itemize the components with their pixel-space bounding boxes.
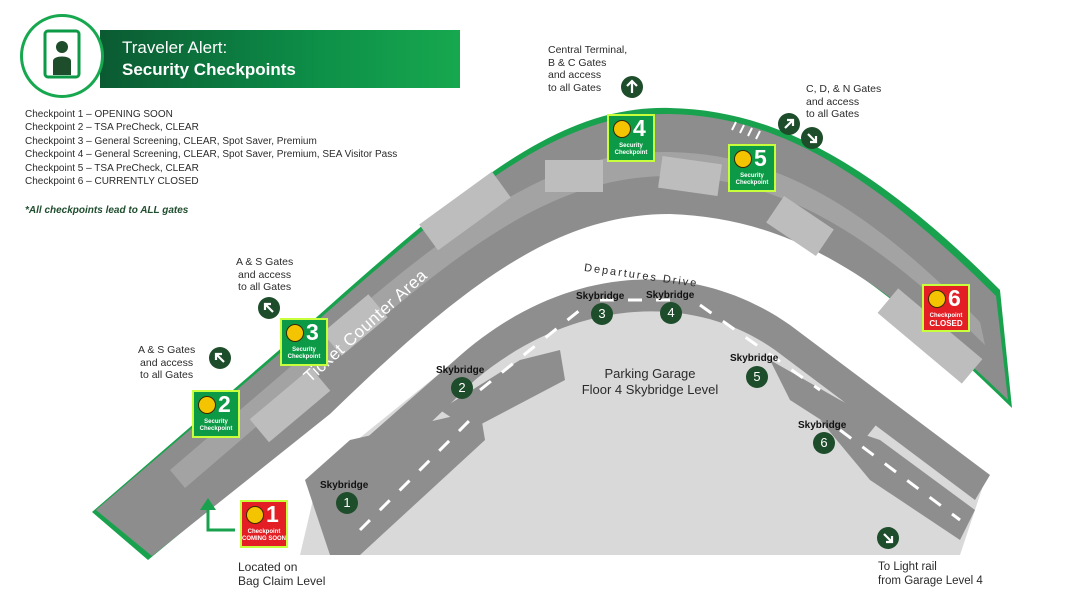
checkpoint-label: Checkpoint — [199, 426, 233, 432]
callout-line: and access — [806, 95, 860, 108]
checkpoint-1[interactable]: 1 Checkpoint COMING SOON — [240, 500, 288, 548]
garage-label-line: Parking Garage — [604, 366, 696, 381]
callout-as-gates-lower: A & S Gates and access to all Gates — [138, 344, 195, 382]
checkpoint-label: Security — [292, 347, 316, 353]
callout-line: to all Gates — [548, 81, 602, 94]
skybridge-label: Skybridge — [436, 365, 485, 376]
entrance-marks — [491, 121, 761, 141]
callout-light-rail: To Light rail from Garage Level 4 — [878, 560, 983, 588]
checkpoint-number: 5 — [754, 145, 767, 171]
checkpoint-number: 6 — [948, 285, 961, 311]
header-title-line1: Traveler Alert: — [122, 38, 228, 57]
checkpoint-label: Checkpoint — [287, 354, 321, 360]
skybridge-6-badge[interactable]: 6 — [813, 432, 835, 454]
checkpoint-label: Checkpoint — [929, 313, 963, 319]
callout-line: A & S Gates — [138, 344, 196, 356]
checkpoint-label: Checkpoint — [735, 180, 769, 186]
callout-line: to all Gates — [140, 369, 194, 381]
callout-line: Central Terminal, — [548, 44, 628, 56]
checkpoint-number: 4 — [633, 115, 646, 141]
checkpoint-number: 1 — [266, 501, 279, 527]
legend-item: Checkpoint 4 – General Screening, CLEAR,… — [25, 149, 398, 161]
legend-item: Checkpoint 1 – OPENING SOON — [25, 109, 173, 120]
callout-line: Located on — [238, 560, 298, 574]
callout-bag-claim: Located on Bag Claim Level — [238, 560, 325, 588]
skybridge-4-badge[interactable]: 4 — [660, 302, 682, 324]
checkpoint-label: Checkpoint — [247, 529, 281, 535]
callout-line: Bag Claim Level — [238, 574, 326, 588]
person-scanner-icon — [613, 120, 631, 138]
header-title-line2: Security Checkpoints — [122, 60, 296, 79]
legend-item: Checkpoint 5 – TSA PreCheck, CLEAR — [25, 162, 199, 174]
arrow-up-right-icon[interactable] — [778, 113, 800, 135]
arrow-down-right-icon[interactable] — [877, 527, 899, 549]
callout-line: and access — [548, 69, 602, 81]
checkpoint-2[interactable]: 2 Security Checkpoint — [192, 390, 240, 438]
callout-line: C, D, & N Gates — [806, 83, 882, 95]
callout-line: B & C Gates — [548, 56, 607, 69]
arrow-up-outline-icon — [200, 498, 235, 532]
legend-item: Checkpoint 3 – General Screening, CLEAR,… — [25, 135, 317, 147]
skybridge-3-badge[interactable]: 3 — [591, 303, 613, 325]
person-scanner-icon — [246, 506, 264, 524]
skybridge-label: Skybridge — [730, 353, 779, 364]
callout-as-gates-upper: A & S Gates and access to all Gates — [236, 256, 293, 294]
garage-roadways — [305, 350, 975, 555]
garage-label-line: Floor 4 Skybridge Level — [581, 382, 719, 397]
callout-line: and access — [238, 268, 292, 281]
security-scanner-icon — [20, 14, 104, 98]
callout-central-terminal: Central Terminal, B & C Gates and access… — [548, 44, 627, 94]
checkpoint-label: Security — [619, 143, 643, 149]
callout-line: to all Gates — [238, 281, 292, 293]
callout-line: A & S Gates — [236, 256, 294, 268]
skybridge-5-badge[interactable]: 5 — [746, 366, 768, 388]
person-scanner-icon — [286, 324, 304, 342]
callout-line: To Light rail — [878, 561, 937, 573]
ticket-counter-blocks — [249, 155, 983, 443]
skybridge-1-badge[interactable]: 1 — [336, 492, 358, 514]
callout-line: from Garage Level 4 — [878, 575, 983, 587]
checkpoint-status: COMING SOON — [242, 536, 287, 542]
person-scanner-icon — [198, 396, 216, 414]
callout-cdn-gates: C, D, & N Gates and access to all Gates — [806, 83, 881, 121]
parking-garage-label: Parking Garage Floor 4 Skybridge Level — [560, 366, 740, 398]
person-scanner-icon — [734, 150, 752, 168]
skybridge-label: Skybridge — [320, 480, 369, 491]
skybridge-label: Skybridge — [798, 420, 847, 431]
callout-line: to all Gates — [806, 108, 860, 120]
legend-item: Checkpoint 6 – CURRENTLY CLOSED — [25, 176, 199, 188]
checkpoint-5[interactable]: 5 Security Checkpoint — [728, 144, 776, 192]
checkpoint-number: 3 — [306, 319, 319, 345]
callout-line: and access — [140, 356, 194, 369]
checkpoint-6[interactable]: 6 Checkpoint CLOSED — [922, 284, 970, 332]
skybridge-2-badge[interactable]: 2 — [451, 377, 473, 399]
checkpoint-label: Security — [740, 173, 764, 179]
arrow-up-left-icon[interactable] — [258, 297, 280, 319]
checkpoint-number: 2 — [218, 391, 231, 417]
checkpoint-label: Checkpoint — [614, 150, 648, 156]
lane-dashes — [358, 298, 961, 532]
checkpoint-3[interactable]: 3 Security Checkpoint — [280, 318, 328, 366]
arrow-up-left-icon[interactable] — [209, 347, 231, 369]
departures-drive — [330, 279, 990, 500]
all-gates-note: *All checkpoints lead to ALL gates — [25, 205, 189, 216]
skybridge-label: Skybridge — [576, 291, 625, 302]
checkpoint-status: CLOSED — [929, 319, 963, 328]
checkpoint-legend: Checkpoint 1 – OPENING SOON Checkpoint 2… — [25, 108, 397, 188]
header-banner — [100, 30, 460, 88]
checkpoint-label: Security — [204, 419, 228, 425]
skybridge-label: Skybridge — [646, 290, 695, 301]
arrow-up-icon[interactable] — [621, 76, 643, 98]
person-scanner-icon — [928, 290, 946, 308]
checkpoint-4[interactable]: 4 Security Checkpoint — [607, 114, 655, 162]
legend-item: Checkpoint 2 – TSA PreCheck, CLEAR — [25, 122, 199, 134]
arrow-down-right-icon[interactable] — [801, 127, 823, 149]
